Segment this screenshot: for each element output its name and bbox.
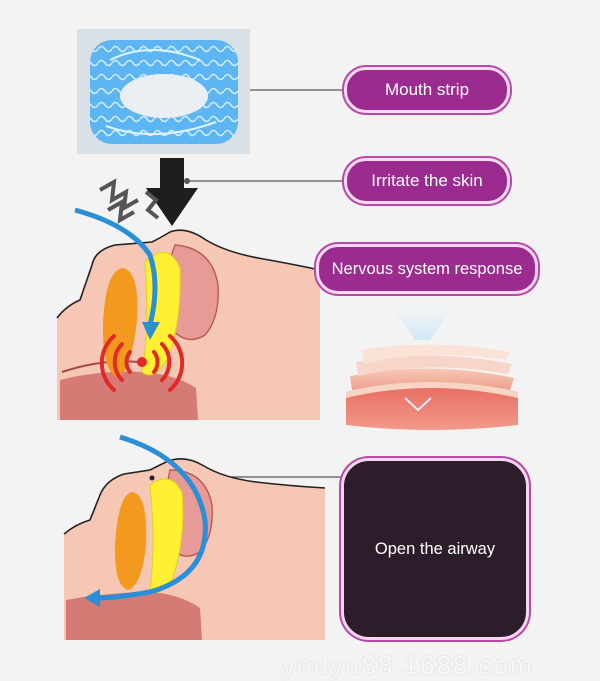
nervous-system-label: Nervous system response (316, 244, 538, 294)
head-profile-top (56, 207, 321, 420)
mouth-strip-icon (77, 29, 250, 154)
open-airway-label: Open the airway (374, 539, 496, 558)
open-airway-box: Open the airway (341, 458, 529, 640)
signal-waves-icon (99, 334, 185, 392)
mouth-strip-label: Mouth strip (344, 67, 510, 113)
watermark: youyu88.1688.com (282, 650, 534, 680)
skin-layers-icon (346, 305, 518, 430)
down-arrow-icon (146, 158, 198, 226)
irritate-skin-label: Irritate the skin (344, 158, 510, 204)
head-profile-bottom (63, 434, 326, 640)
vibration-icon (99, 178, 160, 224)
